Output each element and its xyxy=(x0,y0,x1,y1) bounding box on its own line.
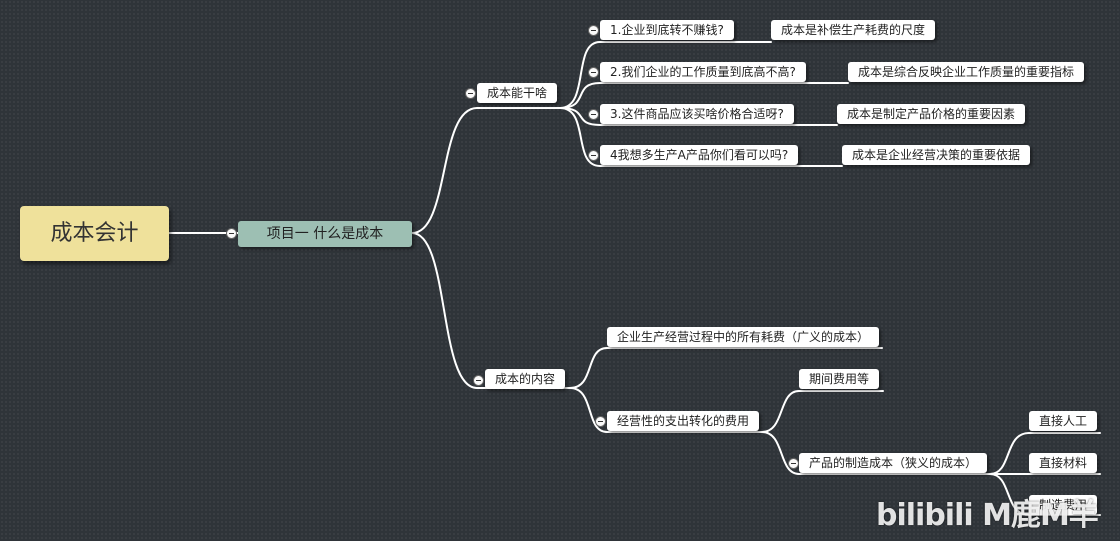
collapse-toggle-icon[interactable] xyxy=(588,67,599,78)
collapse-toggle-icon[interactable] xyxy=(473,375,484,386)
operating-expense-node[interactable]: 经营性的支出转化的费用 xyxy=(607,411,760,431)
collapse-toggle-icon[interactable] xyxy=(595,416,606,427)
link-operating-period xyxy=(761,390,884,433)
link-project-content xyxy=(411,232,571,389)
link-content-broad xyxy=(569,347,883,389)
link-project-what xyxy=(411,107,561,234)
question-node-1[interactable]: 1.企业到底转不赚钱? xyxy=(600,20,734,40)
root-node[interactable]: 成本会计 xyxy=(20,206,169,261)
direct-material-node[interactable]: 直接材料 xyxy=(1029,453,1098,473)
collapse-toggle-icon[interactable] xyxy=(226,228,237,239)
collapse-toggle-icon[interactable] xyxy=(588,25,599,36)
question-node-3[interactable]: 3.这件商品应该买啥价格合适呀? xyxy=(600,104,794,124)
answer-node-4[interactable]: 成本是企业经营决策的重要依据 xyxy=(842,145,1031,165)
collapse-toggle-icon[interactable] xyxy=(465,88,476,99)
answer-node-2[interactable]: 成本是综合反映企业工作质量的重要指标 xyxy=(848,62,1085,82)
manufacturing-cost-node[interactable]: 产品的制造成本（狭义的成本） xyxy=(799,453,988,473)
project-node[interactable]: 项目一 什么是成本 xyxy=(238,221,412,247)
period-expense-node[interactable]: 期间费用等 xyxy=(799,369,880,389)
link-manufacturing-overhead xyxy=(989,473,1101,516)
broad-cost-node[interactable]: 企业生产经营过程中的所有耗费（广义的成本） xyxy=(607,327,880,347)
answer-node-1[interactable]: 成本是补偿生产耗费的尺度 xyxy=(771,20,936,40)
question-node-4[interactable]: 4我想多生产A产品你们看可以吗? xyxy=(600,145,799,165)
answer-node-3[interactable]: 成本是制定产品价格的重要因素 xyxy=(837,104,1026,124)
link-what-q2 xyxy=(559,82,825,109)
link-operating-manufacturing xyxy=(761,431,991,475)
collapse-toggle-icon[interactable] xyxy=(788,458,799,469)
link-what-q1 xyxy=(559,41,732,109)
branch-node-what[interactable]: 成本能干啥 xyxy=(477,83,558,103)
bilibili-watermark: bilibili M鹿M羊 xyxy=(876,498,1099,533)
manufacturing-overhead-node[interactable]: 制造费用 xyxy=(1029,495,1098,515)
question-node-2[interactable]: 2.我们企业的工作质量到底高不高? xyxy=(600,62,806,82)
direct-labor-node[interactable]: 直接人工 xyxy=(1029,411,1098,431)
collapse-toggle-icon[interactable] xyxy=(588,150,599,161)
link-what-q4 xyxy=(559,107,812,167)
branch-node-content[interactable]: 成本的内容 xyxy=(485,369,566,389)
link-what-q3 xyxy=(559,107,807,126)
collapse-toggle-icon[interactable] xyxy=(588,109,599,120)
link-manufacturing-labor xyxy=(989,432,1101,475)
link-content-operating xyxy=(569,387,763,433)
